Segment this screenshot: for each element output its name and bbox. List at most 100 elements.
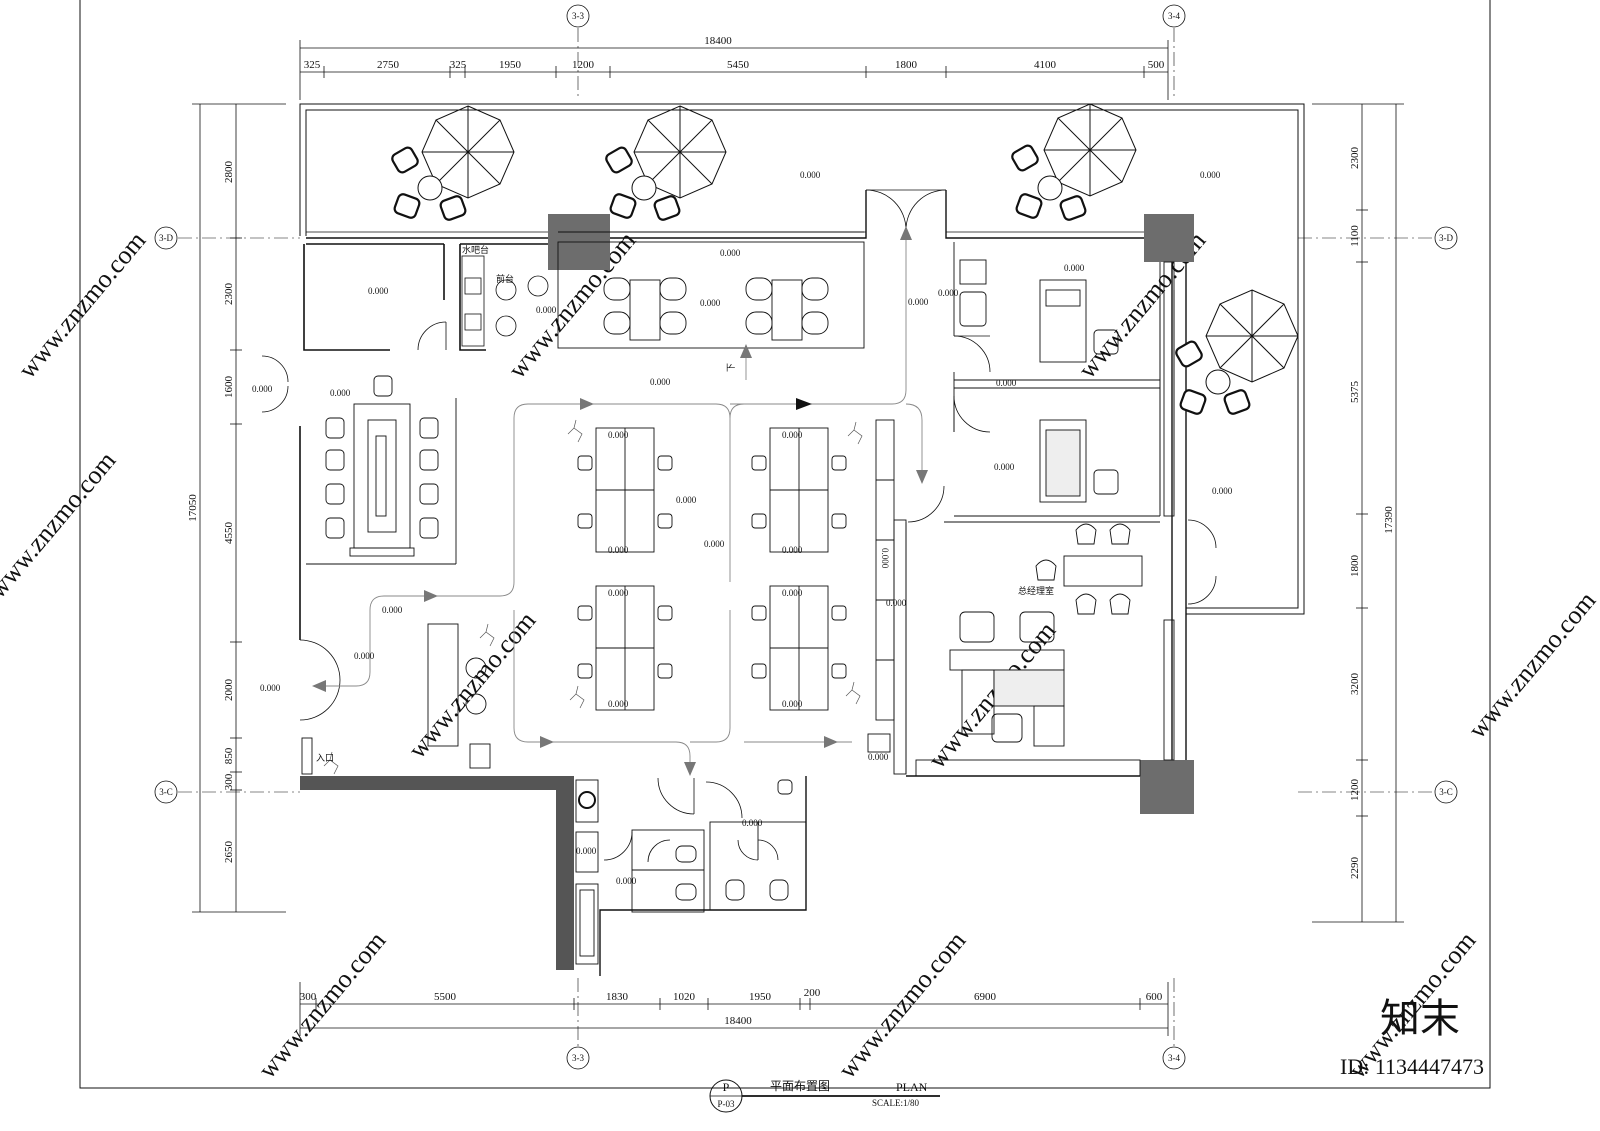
level-tag: 0.000 xyxy=(782,588,803,598)
dim-left-seg: 2650 xyxy=(223,841,235,864)
level-tag: 0.000 xyxy=(994,462,1015,472)
sheet-symbol-bottom: P-03 xyxy=(717,1099,735,1109)
dim-bottom-seg: 1830 xyxy=(606,991,629,1003)
grid-label: 3-4 xyxy=(1168,1053,1180,1063)
sheet-symbol-top: P xyxy=(723,1080,730,1094)
meeting-table xyxy=(349,375,415,557)
bottom-dimensions xyxy=(299,982,1169,1036)
structural-wall xyxy=(300,776,574,970)
lounge-seating xyxy=(603,277,829,341)
umbrella-set xyxy=(421,103,1299,383)
level-tag: 0.000 xyxy=(354,651,375,661)
watermark-text: www.znzmo.com xyxy=(12,226,151,384)
dim-top-seg: 4100 xyxy=(1034,59,1057,71)
workstation-chairs xyxy=(577,455,847,679)
dim-left-seg: 4550 xyxy=(223,522,235,545)
level-tag: 0.000 xyxy=(782,545,803,555)
dim-right-seg: 3200 xyxy=(1349,673,1361,696)
dim-bottom-seg: 1950 xyxy=(749,991,772,1003)
dim-bottom-seg: 5500 xyxy=(434,991,457,1003)
level-tag: 0.000 xyxy=(996,378,1017,388)
grid-lines xyxy=(178,28,1434,1046)
dim-bottom-seg: 600 xyxy=(1146,991,1163,1003)
drawing-title: 平面布置图 xyxy=(770,1079,830,1093)
reception-label: 前台 xyxy=(496,273,514,284)
level-tag: 0.000 xyxy=(536,305,557,315)
gm-office-furniture xyxy=(867,523,1143,753)
dim-left-total: 17050 xyxy=(187,494,199,522)
level-tag: 0.000 xyxy=(368,286,389,296)
level-tag: 0.000 xyxy=(1200,170,1221,180)
dim-right-seg: 1200 xyxy=(1349,779,1361,802)
level-tag: 0.000 xyxy=(908,297,929,307)
doors xyxy=(261,189,1217,863)
grid-label: 3-C xyxy=(159,787,173,797)
dim-top-seg: 5450 xyxy=(727,59,750,71)
level-tag: 0.000 xyxy=(252,384,273,394)
dim-top-total: 18400 xyxy=(704,35,732,47)
drawing-title-en: PLAN xyxy=(896,1080,928,1094)
dim-top-seg: 2750 xyxy=(377,59,400,71)
dim-left-seg: 2000 xyxy=(223,679,235,702)
level-tag: 0.000 xyxy=(260,683,281,693)
dim-bottom-seg: 6900 xyxy=(974,991,997,1003)
direction-arrows xyxy=(312,226,928,776)
level-tag: 0.000 xyxy=(650,377,671,387)
washroom-fixtures xyxy=(575,779,807,965)
terrace-outline xyxy=(299,103,1305,615)
drawing-scale: SCALE:1/80 xyxy=(872,1098,920,1108)
pantry-fixtures xyxy=(461,255,549,347)
top-dimensions xyxy=(299,40,1169,100)
dim-left-seg: 2300 xyxy=(223,283,235,306)
grid-label: 3-D xyxy=(159,233,173,243)
office-furniture xyxy=(959,259,1119,503)
circulation-path xyxy=(316,240,923,772)
level-tag: 0.000 xyxy=(880,548,890,569)
dim-top-seg: 500 xyxy=(1148,59,1165,71)
pantry-sink-label: 水吧台 xyxy=(462,244,489,255)
column xyxy=(1144,214,1194,262)
level-tag: 0.000 xyxy=(800,170,821,180)
level-tag: 0.000 xyxy=(782,699,803,709)
sheet-border xyxy=(79,0,1491,1089)
watermark-text: www.znzmo.com xyxy=(832,926,971,1084)
watermark-layer: www.znzmo.com www.znzmo.com www.znzmo.co… xyxy=(0,226,1600,1084)
dim-left-seg: 1600 xyxy=(223,376,235,399)
gm-office-label: 总经理室 xyxy=(1018,585,1054,596)
interior-walls xyxy=(299,243,548,640)
level-tag: 0.000 xyxy=(608,430,629,440)
grid-label: 3-4 xyxy=(1168,11,1180,21)
level-tag: 0.000 xyxy=(938,288,959,298)
dim-right-total: 17390 xyxy=(1383,506,1395,534)
dim-right-seg: 2300 xyxy=(1349,147,1361,170)
watermark-text: www.znzmo.com xyxy=(252,926,391,1084)
dim-bottom-seg: 1020 xyxy=(673,991,696,1003)
level-tag: 0.000 xyxy=(330,388,351,398)
level-tag: 0.000 xyxy=(868,752,889,762)
level-tag: 0.000 xyxy=(704,539,725,549)
stair-label: 下 xyxy=(726,363,736,372)
dim-left-seg: 2800 xyxy=(223,161,235,184)
level-tag: 0.000 xyxy=(1212,486,1233,496)
interior-partitions-thin xyxy=(306,231,1175,777)
meeting-chairs xyxy=(325,417,439,539)
dim-right-seg: 1100 xyxy=(1349,225,1361,247)
level-tag: 0.000 xyxy=(676,495,697,505)
dim-top-seg: 1800 xyxy=(895,59,918,71)
dim-left-seg: 850 xyxy=(223,747,235,764)
building-outline xyxy=(306,190,1187,976)
level-tag: 0.000 xyxy=(742,818,763,828)
id-watermark: ID: 1134447473 xyxy=(1340,1054,1484,1079)
plants xyxy=(323,419,863,775)
level-tag: 0.000 xyxy=(700,298,721,308)
dim-left-seg: 300 xyxy=(223,773,235,790)
level-tag: 0.000 xyxy=(608,588,629,598)
watermark-text: www.znzmo.com xyxy=(1462,586,1600,744)
column xyxy=(1140,760,1194,814)
level-tag: 0.000 xyxy=(576,846,597,856)
dim-right-seg: 1800 xyxy=(1349,555,1361,578)
level-tag: 0.000 xyxy=(608,699,629,709)
level-tag: 0.000 xyxy=(1064,263,1085,273)
reception-desk xyxy=(301,623,491,775)
dim-top-seg: 325 xyxy=(450,59,467,71)
